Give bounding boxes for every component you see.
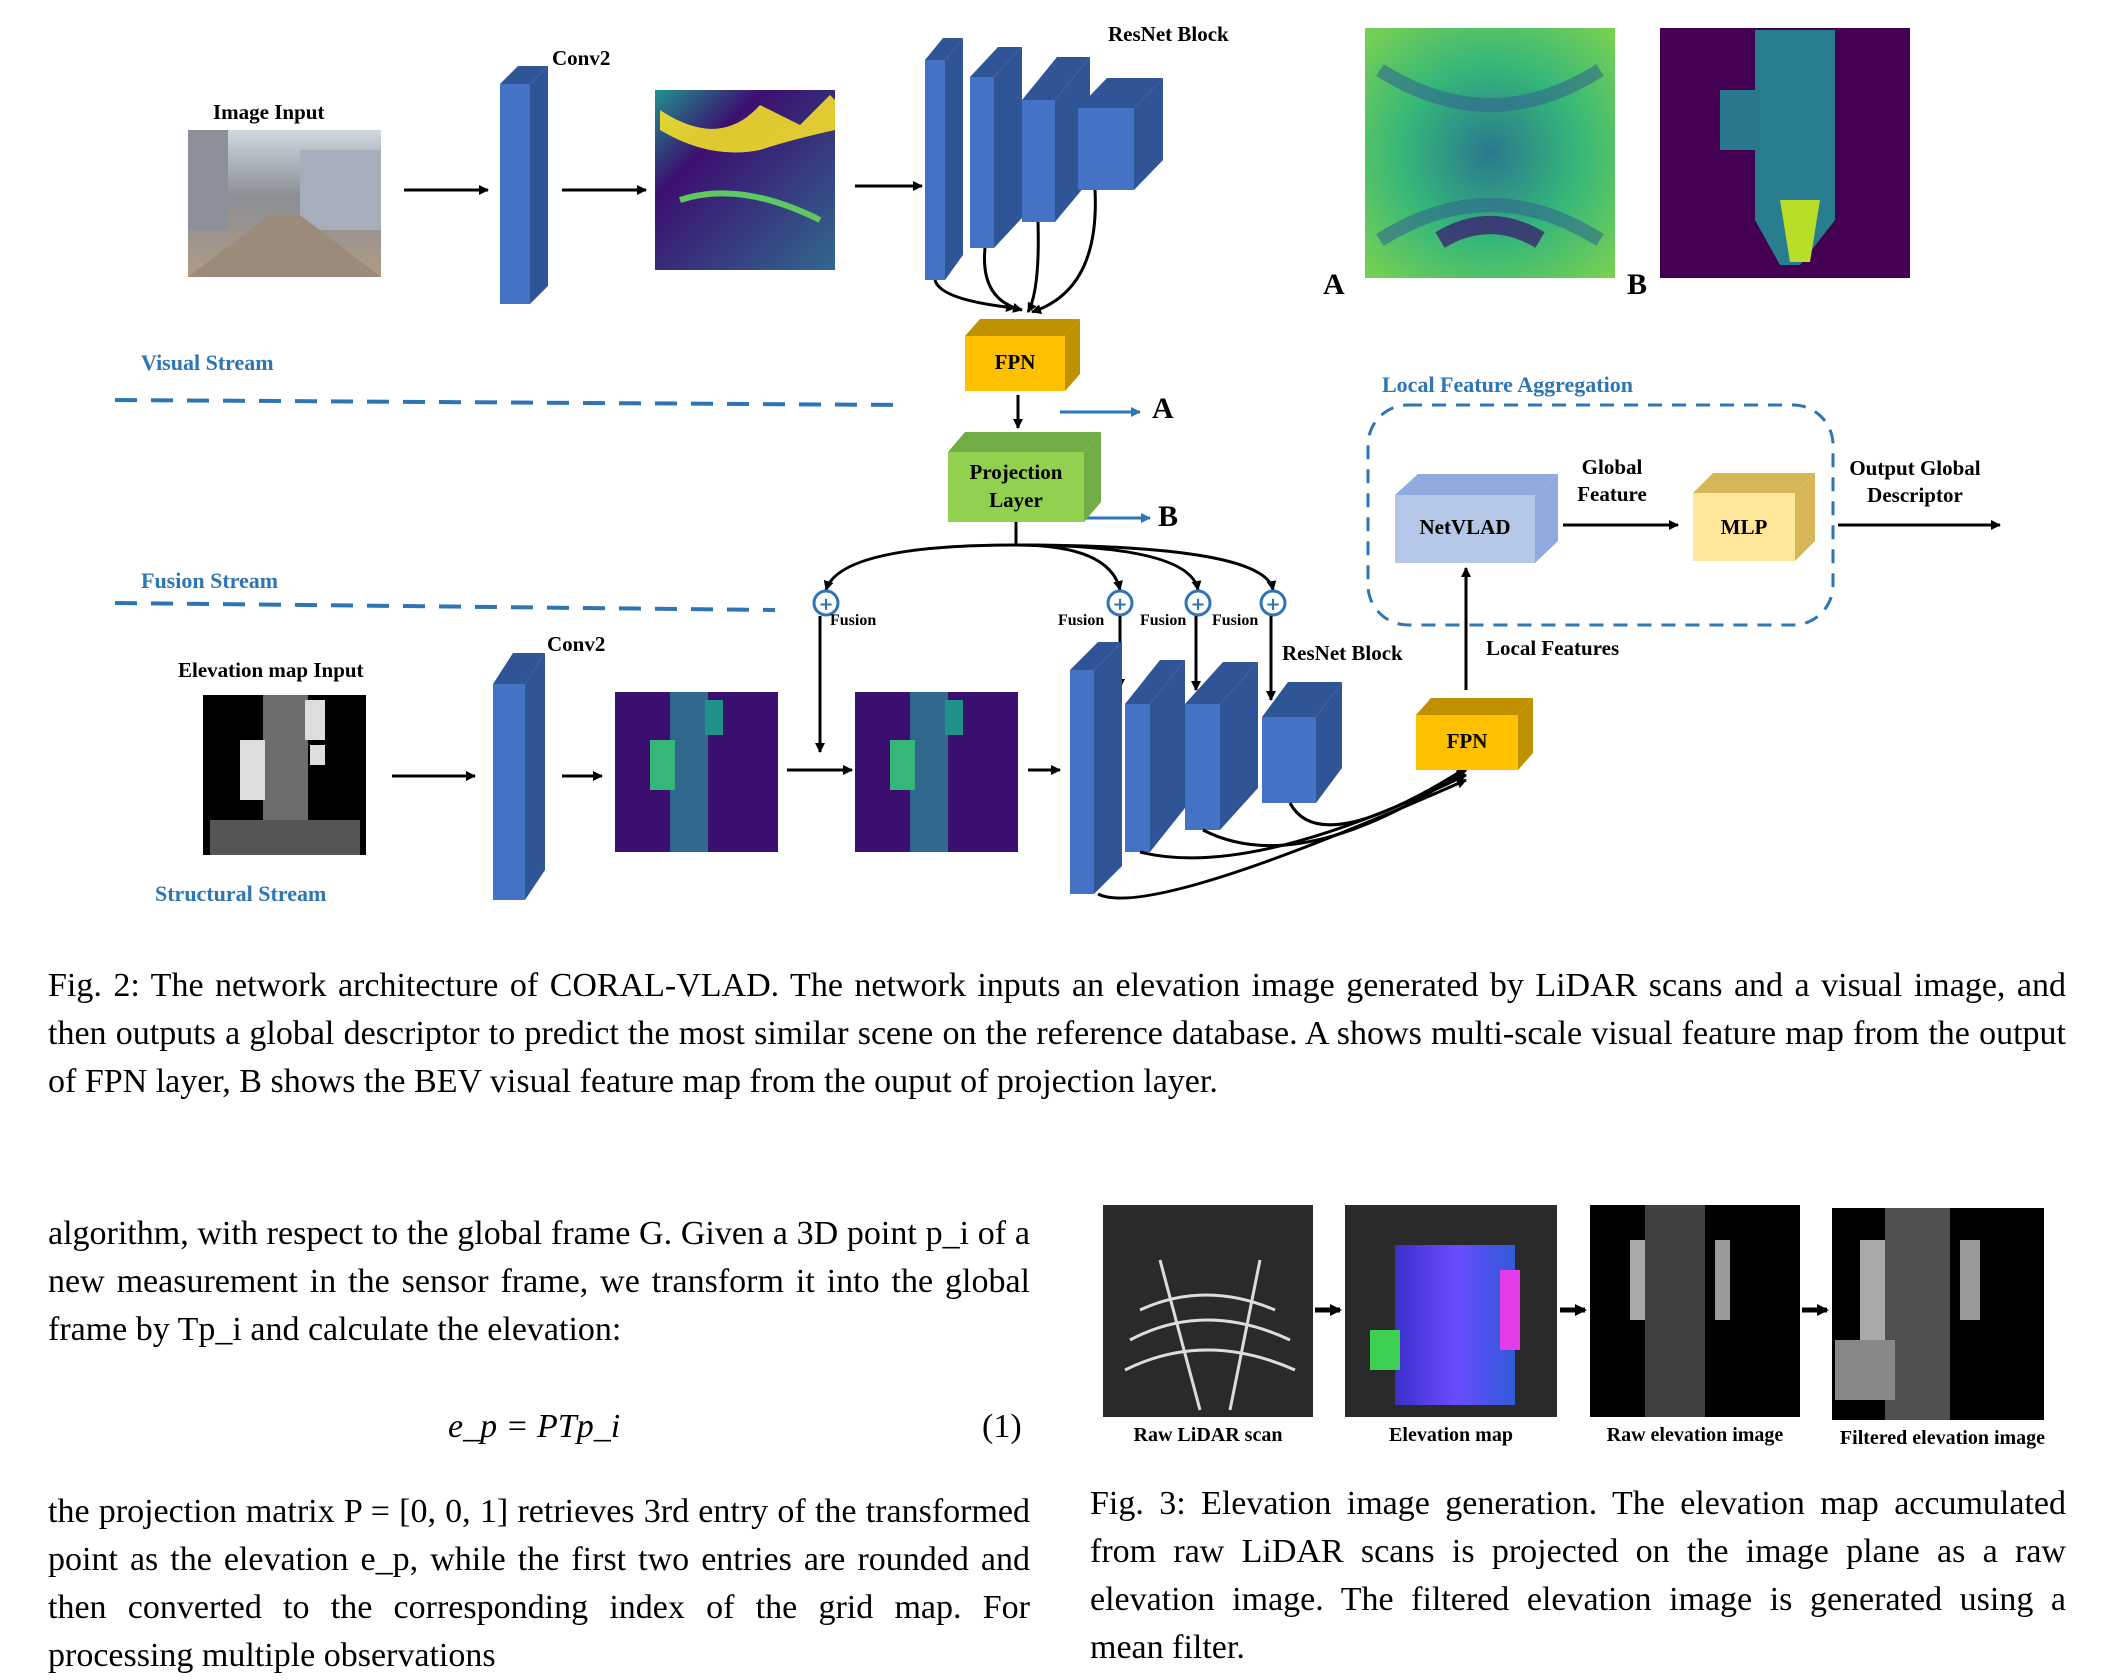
fusion-nodes: + + + + bbox=[812, 589, 1287, 617]
fusion-label-2: Fusion bbox=[1058, 612, 1105, 629]
fpn-top-block bbox=[965, 319, 1080, 391]
equation-number: (1) bbox=[982, 1408, 1022, 1445]
global-feature-label: Global Feature bbox=[1562, 454, 1662, 508]
netvlad-label: NetVLAD bbox=[1419, 515, 1511, 539]
conv2-top-label: Conv2 bbox=[552, 46, 611, 70]
left-para2: the projection matrix P = [0, 0, 1] retr… bbox=[48, 1493, 1030, 1674]
fpn-top-label: FPN bbox=[994, 350, 1036, 374]
fig3-caption: Fig. 3: Elevation image generation. The … bbox=[1090, 1485, 2066, 1666]
projection-label: Projection Layer bbox=[948, 458, 1084, 514]
fig2-caption: Fig. 2: The network architecture of CORA… bbox=[48, 967, 2066, 1100]
image-input-label: Image Input bbox=[213, 100, 325, 124]
fusion-label-1: Fusion bbox=[830, 612, 877, 629]
global-feature-line2: Feature bbox=[1577, 482, 1647, 506]
resnet-bottom-label: ResNet Block bbox=[1282, 641, 1403, 665]
mlp-block bbox=[1693, 473, 1815, 561]
structural-feature-map-1 bbox=[615, 692, 778, 852]
lfa-label: Local Feature Aggregation bbox=[1382, 372, 1633, 397]
mlp-label: MLP bbox=[1720, 515, 1768, 539]
map-b-label: B bbox=[1627, 268, 1648, 301]
structural-feature-map-2 bbox=[855, 692, 1018, 852]
image-input-thumbnail bbox=[188, 130, 381, 277]
visual-feature-map bbox=[655, 90, 835, 270]
elevation-input-thumbnail bbox=[203, 695, 366, 855]
map-a-label: A bbox=[1323, 268, 1345, 301]
resnet-bottom-blocks bbox=[1070, 642, 1342, 894]
visual-stream-label: Visual Stream bbox=[141, 350, 274, 375]
global-feature-line1: Global bbox=[1581, 455, 1643, 479]
conv2-top-block bbox=[500, 66, 548, 304]
feature-map-a bbox=[1365, 28, 1615, 278]
svg-text:+: + bbox=[1190, 594, 1205, 615]
feature-map-b bbox=[1660, 28, 1910, 278]
left-para1: algorithm, with respect to the global fr… bbox=[48, 1215, 1030, 1348]
fusion-label-4: Fusion bbox=[1212, 612, 1259, 629]
fig3-label-elevation-map: Elevation map bbox=[1389, 1424, 1513, 1446]
fusion-label-3: Fusion bbox=[1140, 612, 1187, 629]
conv2-bottom-block bbox=[493, 653, 545, 900]
lfa-box bbox=[1366, 403, 1835, 627]
conv2-bottom-label: Conv2 bbox=[547, 632, 606, 656]
fig3-label-filtered-elevation: Filtered elevation image bbox=[1839, 1427, 2046, 1449]
svg-text:+: + bbox=[818, 594, 833, 615]
output-line2: Descriptor bbox=[1867, 483, 1963, 507]
fpn-bottom-block bbox=[1416, 698, 1533, 770]
equation: e_p = PTp_i bbox=[448, 1408, 621, 1445]
fusion-stream-label: Fusion Stream bbox=[141, 568, 279, 593]
fpn-bottom-label: FPN bbox=[1446, 729, 1488, 753]
fig3-label-raw-elevation: Raw elevation image bbox=[1606, 1424, 1784, 1446]
projection-layer-block bbox=[948, 432, 1101, 522]
structural-stream-label: Structural Stream bbox=[155, 881, 327, 906]
output-line1: Output Global bbox=[1849, 456, 1981, 480]
elevation-input-label: Elevation map Input bbox=[178, 658, 364, 682]
arrow-b-label: B bbox=[1158, 500, 1179, 533]
svg-text:+: + bbox=[1265, 594, 1280, 615]
resnet-top-blocks bbox=[925, 38, 1163, 280]
svg-text:+: + bbox=[1112, 594, 1127, 615]
output-descriptor-label: Output Global Descriptor bbox=[1830, 455, 2000, 509]
arrow-a-label: A bbox=[1152, 392, 1174, 425]
projection-label-line2: Layer bbox=[989, 488, 1043, 512]
projection-label-line1: Projection bbox=[969, 460, 1063, 484]
netvlad-block bbox=[1395, 474, 1558, 563]
resnet-top-label: ResNet Block bbox=[1108, 22, 1229, 46]
fig3-label-raw-lidar: Raw LiDAR scan bbox=[1133, 1424, 1283, 1446]
local-features-label: Local Features bbox=[1486, 636, 1620, 660]
